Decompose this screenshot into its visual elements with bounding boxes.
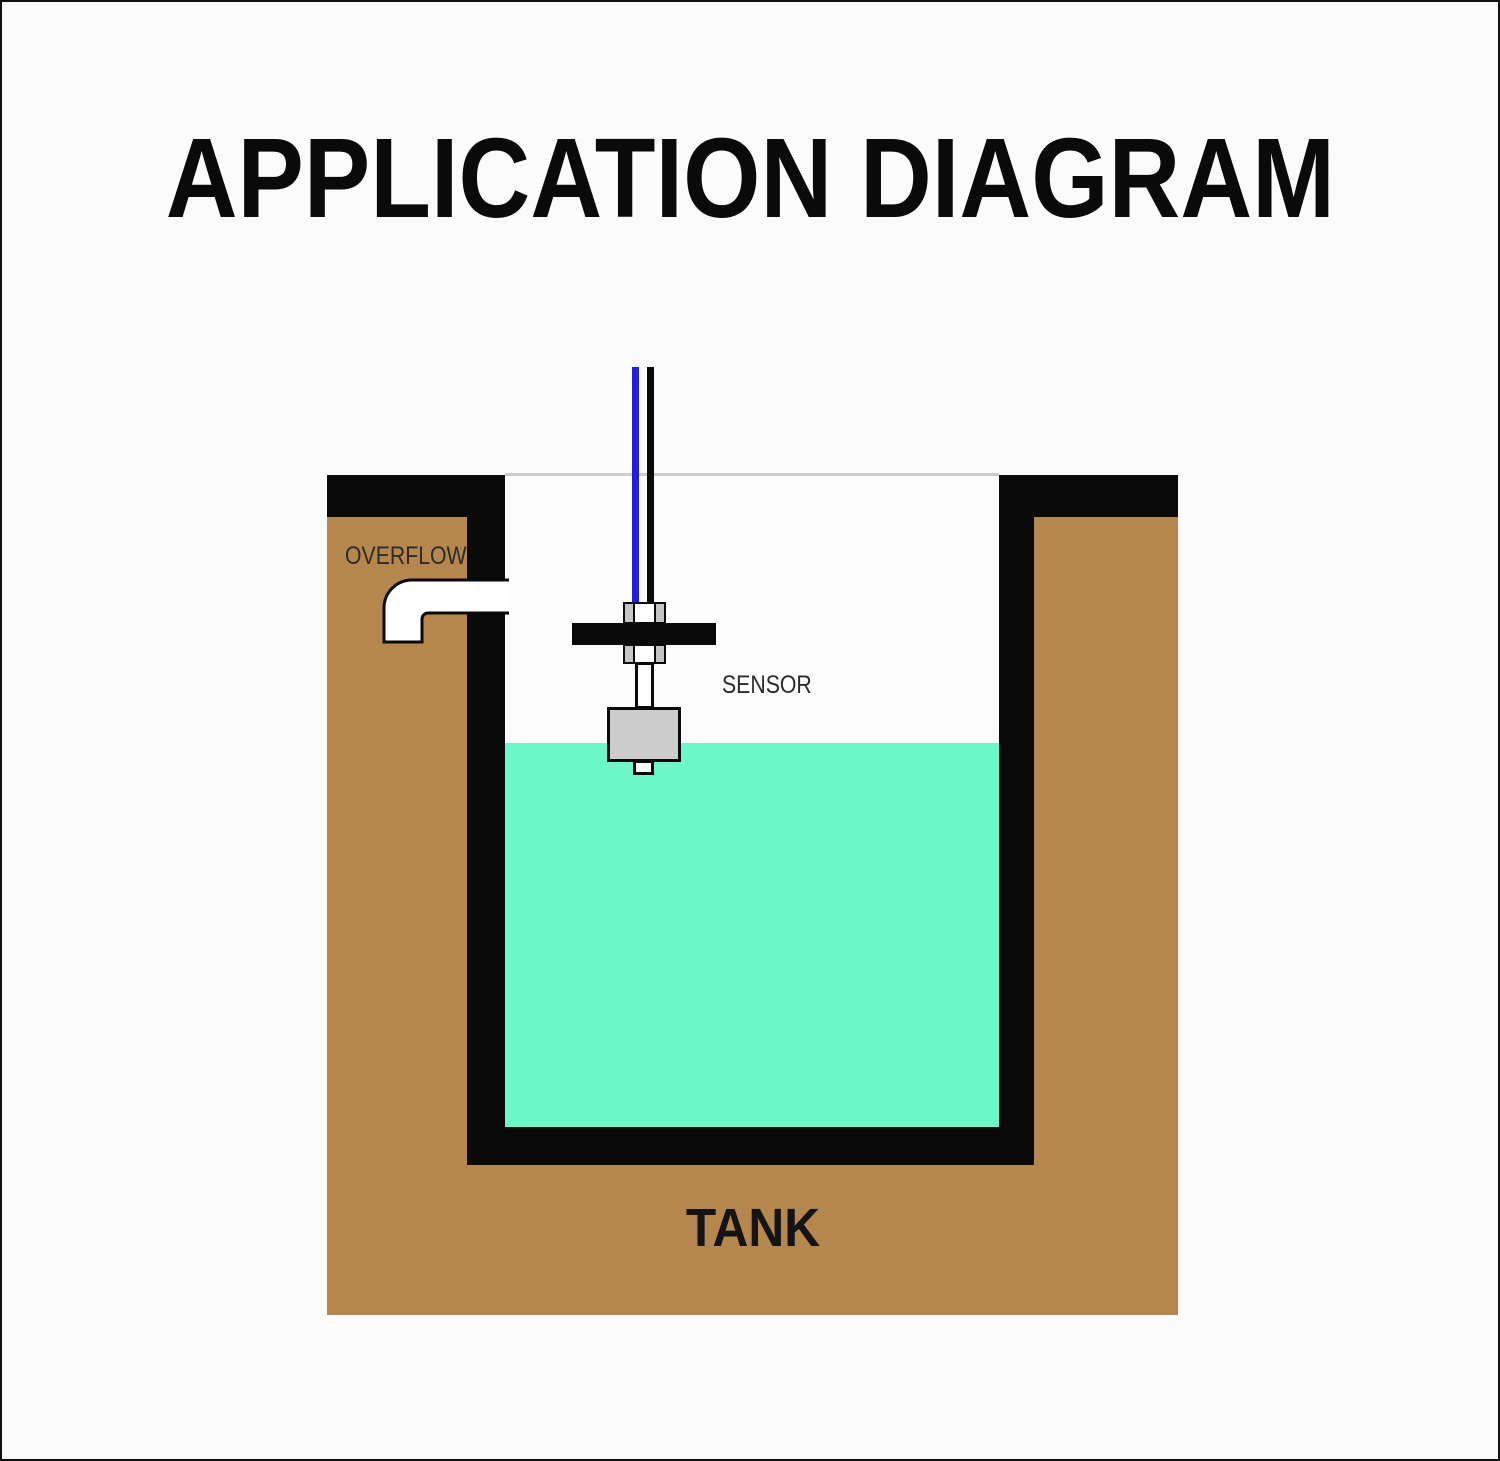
page-title: APPLICATION DIAGRAM xyxy=(165,115,1335,241)
overflow-pipe xyxy=(382,578,509,644)
tank-label: TANK xyxy=(685,1198,820,1258)
sensor-wire-blue xyxy=(632,367,639,604)
sensor-stem xyxy=(635,662,654,709)
overflow-label: OVERFLOW xyxy=(345,542,467,570)
overflow-pipe-shape xyxy=(382,578,509,644)
sensor-mounting-flange xyxy=(572,623,716,645)
sensor-lower-nut-body xyxy=(633,644,656,664)
sensor-label: SENSOR xyxy=(722,671,812,699)
sensor-wire-black xyxy=(647,367,654,604)
sensor-float xyxy=(607,707,681,762)
sensor-float-tab xyxy=(633,760,654,775)
tank-water xyxy=(505,743,999,1127)
tank-opening-line xyxy=(505,473,999,476)
sensor-upper-nut-body xyxy=(633,602,656,624)
